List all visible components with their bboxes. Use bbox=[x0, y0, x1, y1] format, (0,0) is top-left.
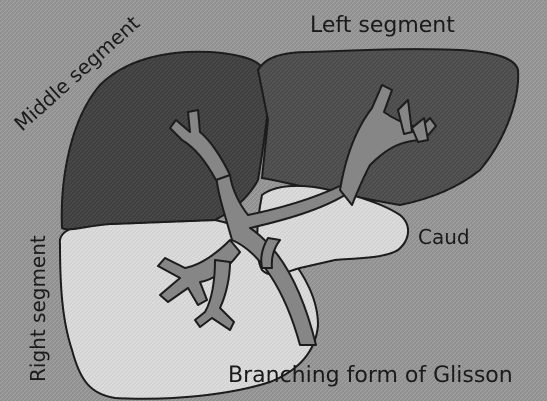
label-caudate: Caud bbox=[418, 225, 470, 249]
label-left-segment: Left segment bbox=[310, 13, 455, 38]
label-right-segment: Right segment bbox=[26, 235, 50, 382]
caption-branching-form: Branching form of Glisson bbox=[228, 363, 513, 388]
